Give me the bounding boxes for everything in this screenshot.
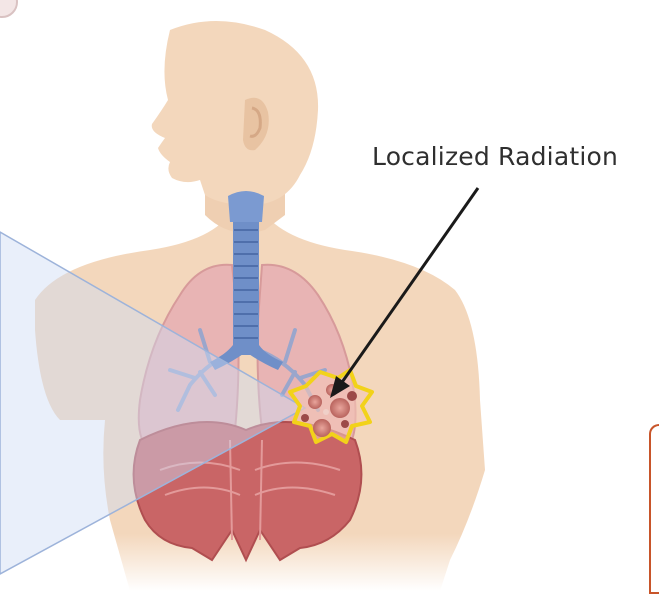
- head: [152, 21, 318, 205]
- annotation-label: Localized Radiation: [372, 142, 618, 171]
- corner-panel: [649, 424, 659, 594]
